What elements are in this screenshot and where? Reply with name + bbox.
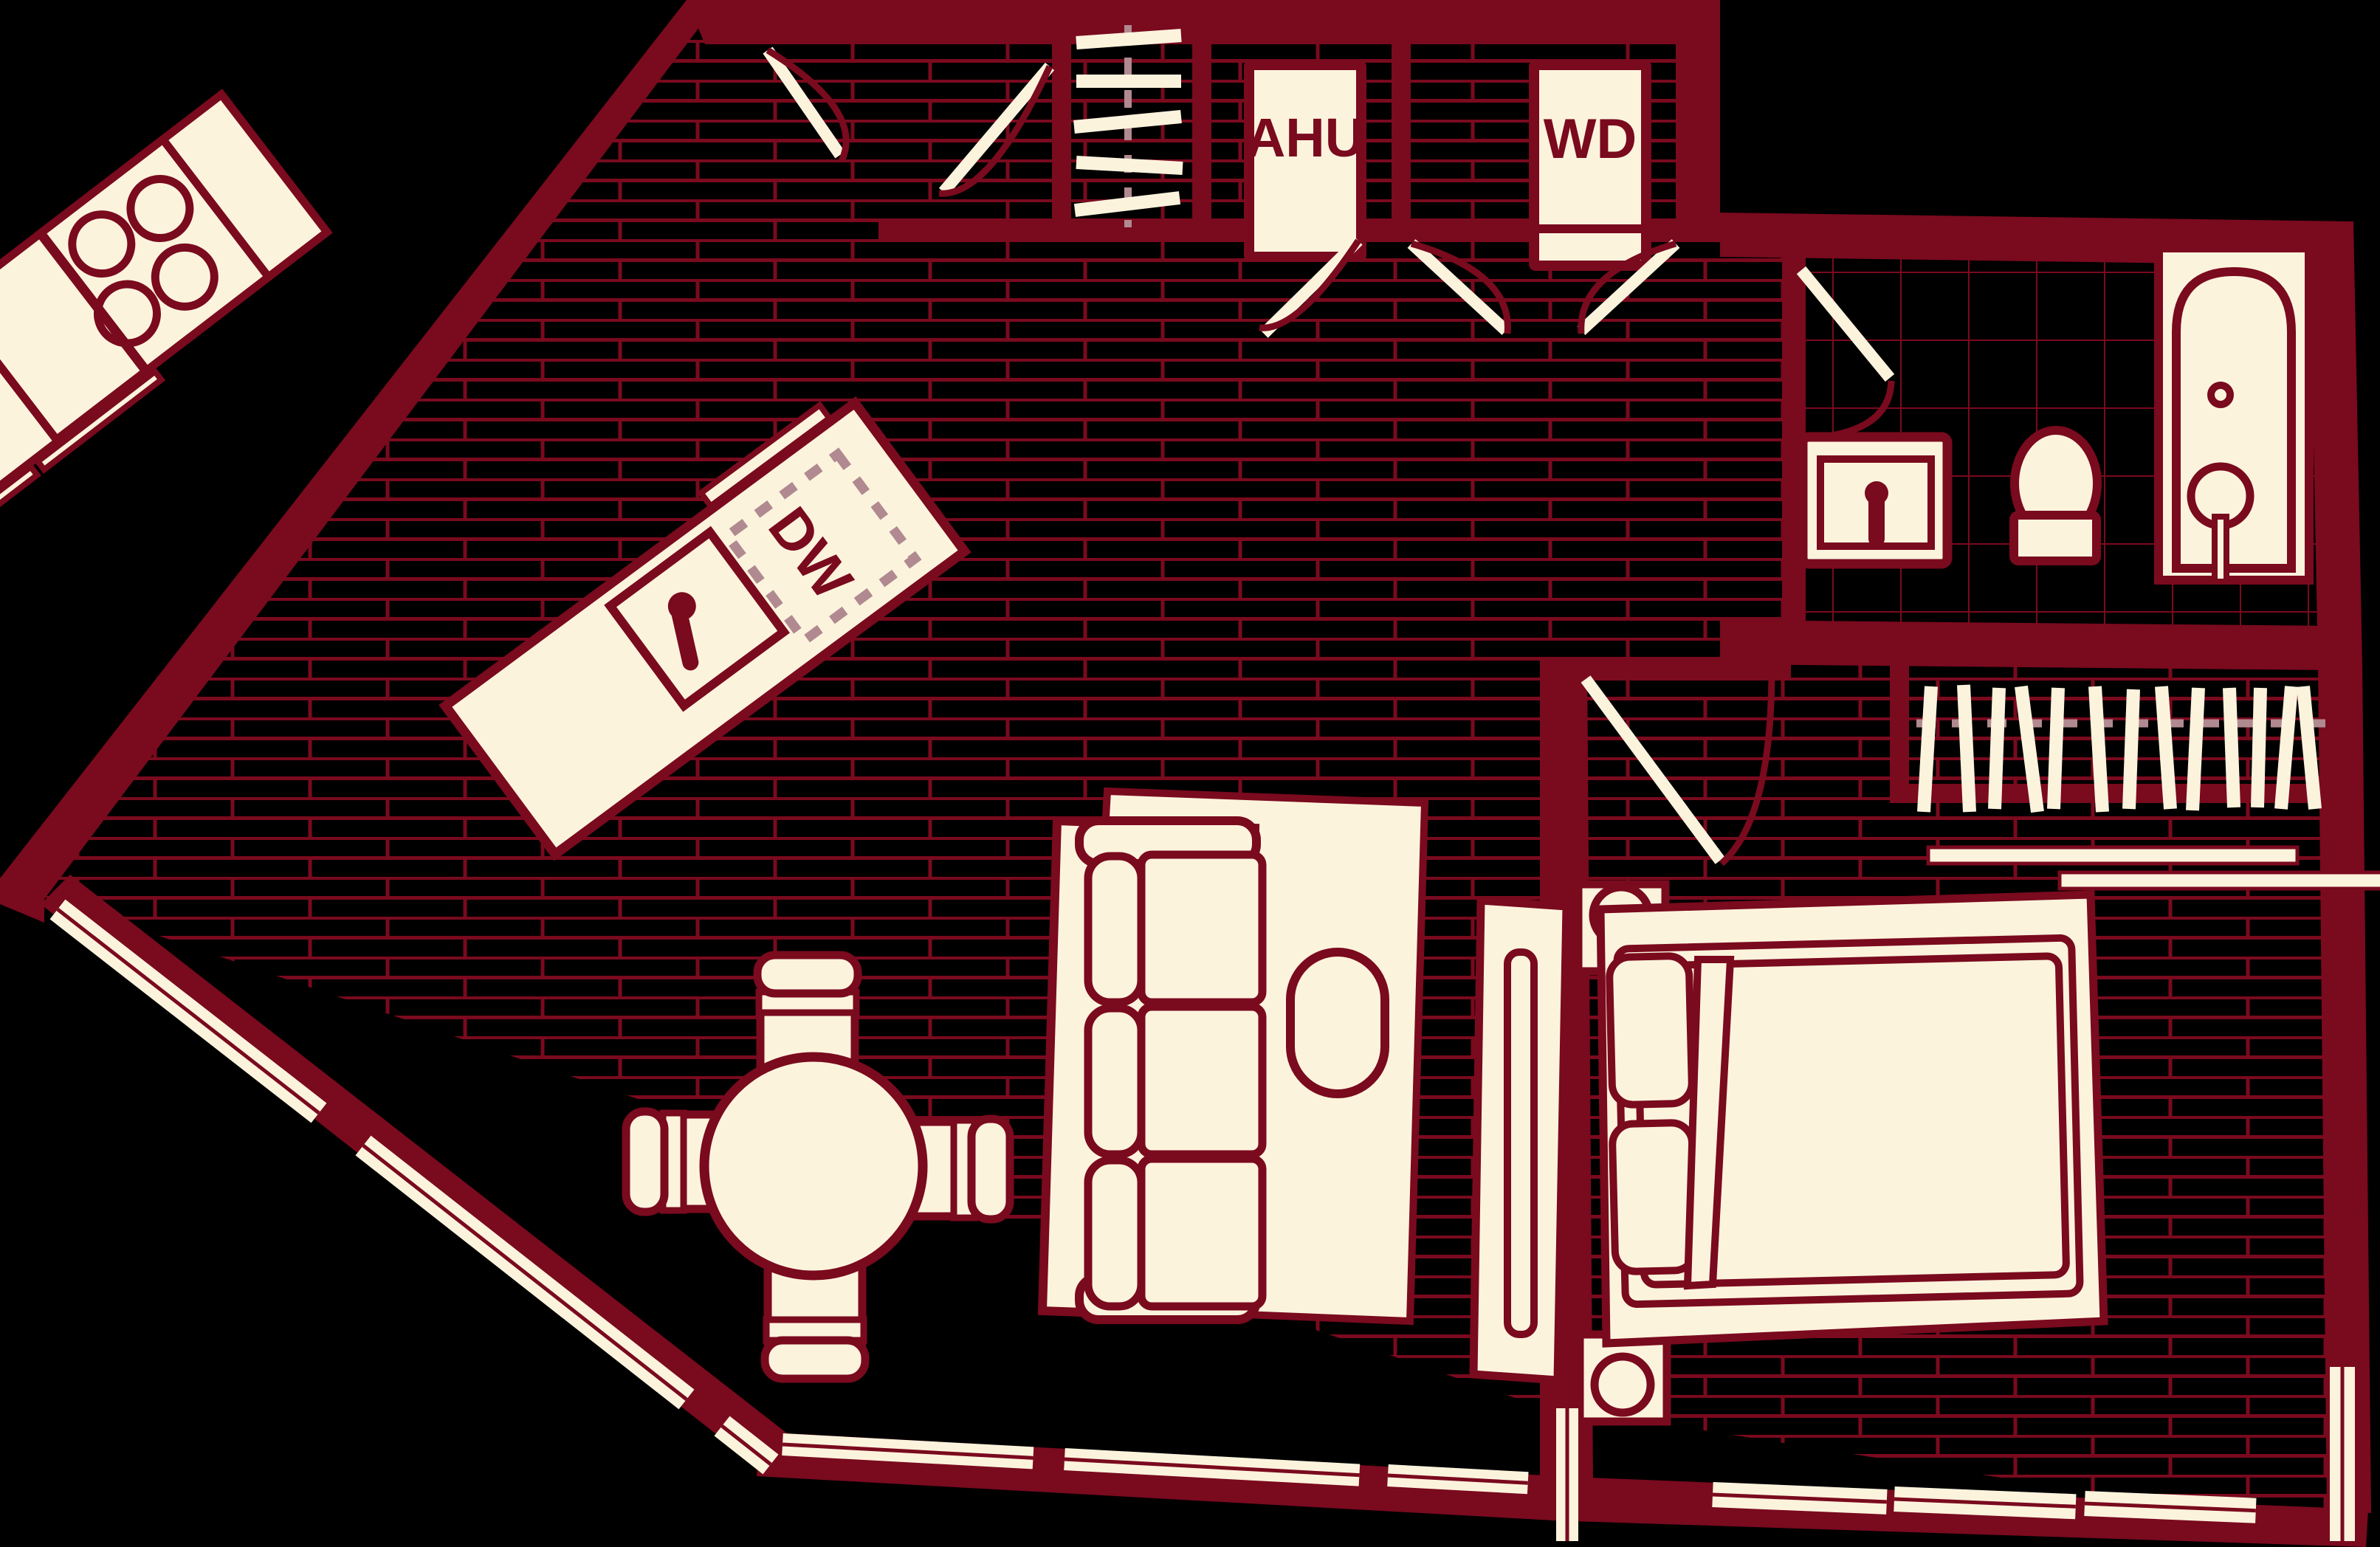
closet-hangers-bedroom xyxy=(1917,684,2322,813)
entry-closet xyxy=(1073,25,1183,227)
closet-shelf-upper xyxy=(1926,845,2300,866)
bathroom-door[interactable] xyxy=(1796,266,1895,442)
dining-table-round xyxy=(699,1052,928,1281)
sofa-back-cushion xyxy=(1084,852,1146,1007)
lamp-icon xyxy=(1590,1352,1655,1417)
faucet-spout-icon xyxy=(670,600,699,671)
entry-door[interactable] xyxy=(763,46,1055,197)
living-area xyxy=(1037,787,1429,1326)
sofa-seat-cushion xyxy=(1137,1002,1267,1159)
ahu-closet: AHU xyxy=(1244,60,1366,262)
bathtub-drain-icon xyxy=(2212,514,2229,585)
window-sw-2 xyxy=(355,1135,695,1410)
bedroom-furniture xyxy=(1469,880,2108,1426)
window-south-1 xyxy=(782,1433,1034,1470)
window-south-3 xyxy=(1387,1464,1529,1495)
kitchen-counter-run xyxy=(0,89,333,569)
bedroom-closet xyxy=(1916,684,2380,891)
wd-closet-door-left[interactable] xyxy=(1407,239,1511,335)
burner-icon xyxy=(151,243,219,311)
sofa-seat-cushion xyxy=(1137,850,1267,1007)
bathtub-overflow-icon xyxy=(2207,382,2234,408)
island-countertop xyxy=(438,396,971,861)
bedroom-door[interactable] xyxy=(1581,668,1775,866)
window-bedroom-south-3 xyxy=(2084,1491,2257,1523)
duvet-fold xyxy=(1683,956,1735,1290)
pillow-upper xyxy=(1606,952,1696,1109)
pillow-lower xyxy=(1609,1119,1699,1275)
burner-icon xyxy=(93,280,161,348)
window-bedroom-south-1 xyxy=(1712,1482,1888,1515)
sofa-back-cushion xyxy=(1084,1004,1146,1159)
window-bedroom-east xyxy=(2330,1367,2355,1541)
coffee-table-oval xyxy=(1286,948,1389,1098)
ahu-closet-door[interactable] xyxy=(1259,236,1363,338)
toilet-tank xyxy=(2009,511,2101,565)
kitchen-island: DW xyxy=(438,396,971,861)
washer-dryer-stack xyxy=(1529,60,1651,271)
ahu-label: AHU xyxy=(1246,107,1364,168)
windows xyxy=(49,899,2355,1541)
wd-closet-door-right[interactable] xyxy=(1577,239,1680,335)
closet-hangers-entry xyxy=(1073,29,1183,217)
dresser-drawer-line xyxy=(1504,948,1538,1338)
burner-icon xyxy=(126,175,194,243)
sofa-back-cushion xyxy=(1084,1156,1146,1311)
sofa-seat-cushion xyxy=(1137,1154,1267,1311)
window-sw-3 xyxy=(714,1416,779,1475)
dishwasher-outline xyxy=(720,447,922,647)
window-bedroom-west xyxy=(1556,1408,1578,1541)
wd-label: WD xyxy=(1544,108,1637,170)
window-sw-1 xyxy=(49,899,327,1123)
kitchen-sink-basin xyxy=(604,526,790,712)
closet-shelf-lower xyxy=(2057,870,2380,891)
burner-icon xyxy=(68,210,136,278)
bathroom-fixtures xyxy=(1798,244,2314,585)
window-bedroom-south-2 xyxy=(1894,1486,2077,1520)
air-handling-unit xyxy=(1244,60,1366,262)
window-south-2 xyxy=(1064,1448,1361,1486)
dining-set xyxy=(622,951,1014,1383)
wd-closet: WD xyxy=(1529,60,1651,271)
